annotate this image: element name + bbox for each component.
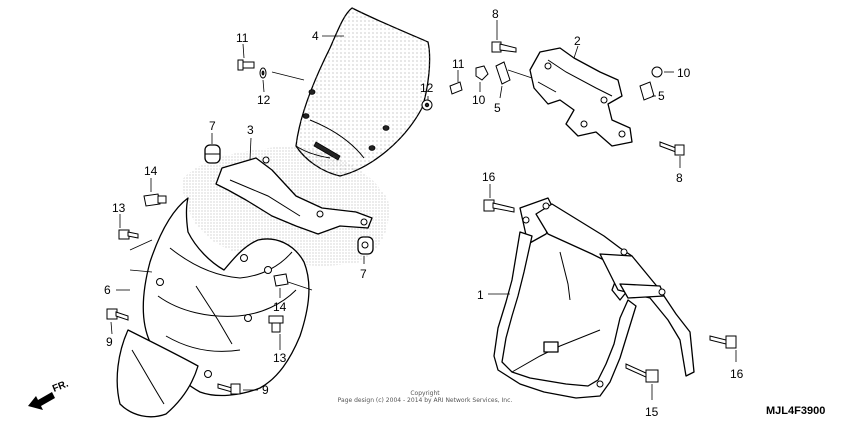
callout-15[interactable]: 15 bbox=[645, 405, 659, 419]
callout-13-upper[interactable]: 13 bbox=[112, 201, 126, 215]
callout-6[interactable]: 6 bbox=[104, 283, 111, 297]
callout-labels: 1 2 3 4 5 5 6 7 7 8 8 9 9 10 10 11 11 12… bbox=[104, 7, 744, 419]
front-cowl[interactable] bbox=[142, 197, 310, 397]
callout-5-left[interactable]: 5 bbox=[494, 101, 501, 115]
callout-16-upper[interactable]: 16 bbox=[482, 170, 496, 184]
bolt-15[interactable] bbox=[625, 363, 659, 383]
copyright-line: Page design (c) 2004 - 2014 by ARI Netwo… bbox=[338, 397, 513, 404]
callout-11-right[interactable]: 11 bbox=[452, 57, 465, 71]
grommet-7-lower[interactable] bbox=[357, 236, 374, 255]
screen-stay-bracket[interactable] bbox=[529, 47, 633, 147]
bolt-14-lower[interactable] bbox=[273, 273, 289, 287]
bolt-16-upper[interactable] bbox=[483, 199, 515, 213]
callout-2[interactable]: 2 bbox=[574, 34, 581, 48]
callout-1[interactable]: 1 bbox=[477, 288, 484, 302]
bolt-9-lower[interactable] bbox=[217, 383, 241, 395]
bolt-11-right[interactable] bbox=[449, 81, 463, 95]
inner-cowl-bracket[interactable] bbox=[215, 156, 373, 235]
grommet-7-upper[interactable] bbox=[204, 144, 221, 164]
callout-5-right[interactable]: 5 bbox=[658, 89, 665, 103]
callout-12-left[interactable]: 12 bbox=[257, 93, 271, 107]
callout-9-lower[interactable]: 9 bbox=[262, 383, 269, 397]
front-direction-indicator: FR. bbox=[28, 378, 70, 410]
clip-5-left[interactable] bbox=[495, 61, 511, 85]
diagram-code: MJL4F3900 bbox=[766, 405, 825, 417]
callout-10-left[interactable]: 10 bbox=[472, 93, 486, 107]
direction-label: FR. bbox=[51, 378, 70, 394]
bolt-14-upper[interactable] bbox=[143, 193, 167, 207]
callout-10-right[interactable]: 10 bbox=[677, 66, 691, 80]
callout-12-right[interactable]: 12 bbox=[420, 81, 434, 95]
callout-3[interactable]: 3 bbox=[247, 123, 254, 137]
bolt-8-upper[interactable] bbox=[491, 41, 517, 53]
callout-9-left[interactable]: 9 bbox=[106, 335, 113, 349]
copyright-title: Copyright bbox=[410, 390, 440, 397]
front-arrow-icon bbox=[28, 392, 55, 410]
callout-16-lower[interactable]: 16 bbox=[730, 367, 744, 381]
clip-5-right[interactable] bbox=[639, 81, 655, 101]
bolt-13-upper[interactable] bbox=[118, 229, 139, 240]
windscreen[interactable] bbox=[295, 7, 431, 177]
nut-10-right[interactable] bbox=[651, 66, 663, 78]
washer-12-left[interactable] bbox=[259, 67, 267, 79]
callout-8-upper[interactable]: 8 bbox=[492, 7, 499, 21]
callout-4[interactable]: 4 bbox=[312, 29, 319, 43]
lower-beak[interactable] bbox=[116, 329, 199, 418]
callout-8-lower[interactable]: 8 bbox=[676, 171, 683, 185]
callout-11-left[interactable]: 11 bbox=[236, 31, 249, 45]
washer-12-right[interactable] bbox=[421, 99, 433, 111]
callout-7-upper[interactable]: 7 bbox=[209, 119, 216, 133]
cowl-stay-frame[interactable] bbox=[493, 197, 695, 399]
bolt-8-lower[interactable] bbox=[659, 141, 685, 156]
bolt-16-lower[interactable] bbox=[709, 335, 737, 349]
bolt-11-left[interactable] bbox=[237, 59, 255, 71]
bolt-13-lower[interactable] bbox=[268, 315, 284, 333]
leader-lines bbox=[110, 20, 737, 400]
nut-10-left[interactable] bbox=[475, 65, 489, 81]
bolt-9-upper[interactable] bbox=[106, 308, 129, 321]
callout-7-lower[interactable]: 7 bbox=[360, 267, 367, 281]
callout-13-lower[interactable]: 13 bbox=[273, 351, 287, 365]
callout-14-lower[interactable]: 14 bbox=[273, 300, 287, 314]
callout-14-upper[interactable]: 14 bbox=[144, 164, 158, 178]
